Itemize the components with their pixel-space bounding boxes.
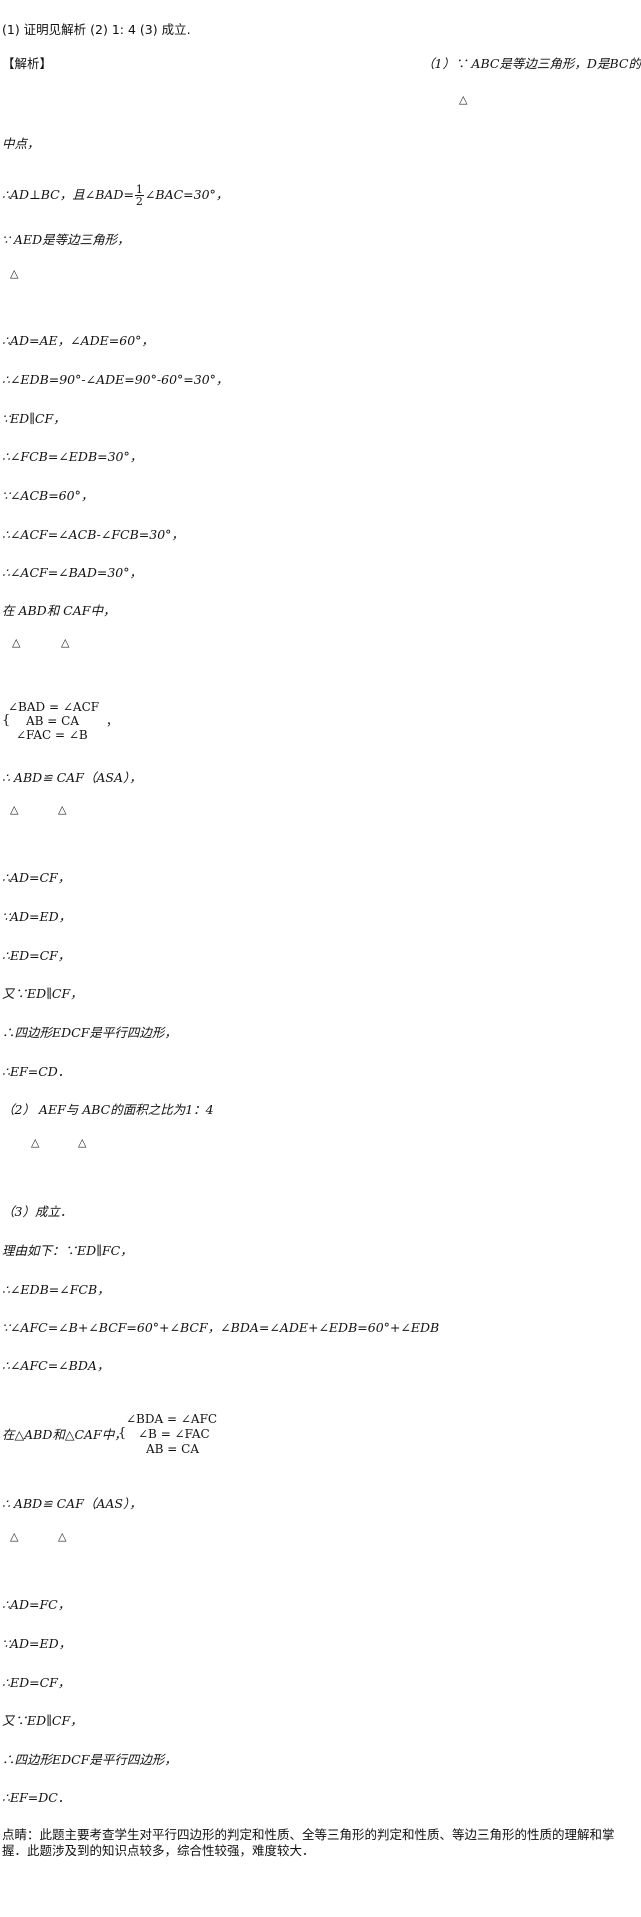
triangle-symbol: △	[58, 803, 67, 816]
proof-line: ∴ED=CF，	[2, 948, 71, 963]
proof-line: ∴∠FCB=∠EDB=30°，	[2, 449, 143, 464]
triangle-symbol: △	[10, 803, 19, 816]
system-eq: AB = CA	[146, 1442, 200, 1456]
part2-line: （2） AEF与 ABC的面积之比为1：4	[2, 1102, 214, 1117]
proof-line: 中点，	[2, 136, 40, 151]
proof-line: ∴ ABD≌ CAF（AAS），	[2, 1496, 142, 1511]
proof-line: ∴∠AFC=∠BDA，	[2, 1358, 110, 1373]
proof-line: ∴EF=CD．	[2, 1064, 71, 1079]
proof-text: ∠BAC=30°，	[144, 187, 229, 202]
analysis-label: 【解析】	[2, 56, 53, 71]
proof-text: ∴AD⊥BC，且∠BAD=	[2, 187, 134, 202]
proof-line: ∵AD=ED，	[2, 1636, 72, 1651]
triangle-symbol: △	[12, 636, 21, 649]
proof-line: 又∵ED∥CF，	[2, 1713, 83, 1728]
system-eq: ∠FAC = ∠B	[16, 728, 88, 742]
proof-line: 在△ABD和△CAF中，	[2, 1427, 127, 1442]
triangle-symbol: △	[78, 1136, 87, 1149]
triangle-symbol: △	[61, 636, 70, 649]
fraction-numerator: 1	[134, 183, 144, 196]
comment-note: 点睛：此题主要考查学生对平行四边形的判定和性质、全等三角形的判定和性质、等边三角…	[2, 1827, 615, 1858]
proof-line: ∴AD=FC，	[2, 1597, 71, 1612]
brace: {	[2, 713, 11, 728]
system-eq: ∠BAD = ∠ACF	[8, 700, 100, 714]
system-eq: ∠BDA = ∠AFC	[126, 1412, 218, 1426]
triangle-symbol: △	[10, 1530, 19, 1543]
triangle-symbol: △	[10, 267, 19, 280]
system-eq: ∠B = ∠FAC	[138, 1427, 210, 1441]
proof-line: ∴∠ACF=∠ACB-∠FCB=30°，	[2, 527, 184, 542]
proof-line: ∵AD=ED，	[2, 909, 72, 924]
part3-line: （3）成立．	[2, 1204, 73, 1219]
system-eq: AB = CA	[26, 714, 80, 728]
triangle-symbol: △	[459, 93, 468, 106]
answer-line: (1) 证明见解析 (2) 1: 4 (3) 成立.	[2, 22, 191, 37]
proof-line: ∴EF=DC．	[2, 1790, 71, 1805]
proof-line: ∴AD=CF，	[2, 870, 71, 885]
brace: {	[118, 1426, 127, 1441]
part1-header: （1）∵ ABC是等边三角形，D是BC的	[422, 56, 641, 71]
proof-line: ∴四边形EDCF是平行四边形，	[2, 1752, 177, 1767]
triangle-symbol: △	[58, 1530, 67, 1543]
system-tail: ，	[106, 714, 119, 728]
proof-line: ∵ AED是等边三角形，	[2, 232, 130, 247]
proof-line: ∴ ABD≌ CAF（ASA），	[2, 770, 142, 785]
proof-line: ∵∠ACB=60°，	[2, 488, 94, 503]
triangle-symbol: △	[31, 1136, 40, 1149]
proof-line: ∴∠EDB=90°-∠ADE=90°-60°=30°，	[2, 372, 229, 387]
proof-line: ∵∠AFC=∠B+∠BCF=60°+∠BCF，∠BDA=∠ADE+∠EDB=60…	[2, 1320, 440, 1335]
proof-line: 理由如下：∵ED∥FC，	[2, 1243, 133, 1258]
fraction-denominator: 2	[135, 195, 143, 208]
proof-line: ∴四边形EDCF是平行四边形，	[2, 1025, 177, 1040]
proof-line: ∴∠EDB=∠FCB，	[2, 1282, 110, 1297]
proof-line: ∴∠ACF=∠BAD=30°，	[2, 565, 143, 580]
proof-line: 在 ABD和 CAF中，	[2, 603, 116, 618]
proof-line: ∴AD=AE，∠ADE=60°，	[2, 333, 154, 348]
proof-line: ∵ED∥CF，	[2, 411, 66, 426]
proof-line: ∴ED=CF，	[2, 1675, 71, 1690]
proof-line: 又∵ED∥CF，	[2, 986, 83, 1001]
